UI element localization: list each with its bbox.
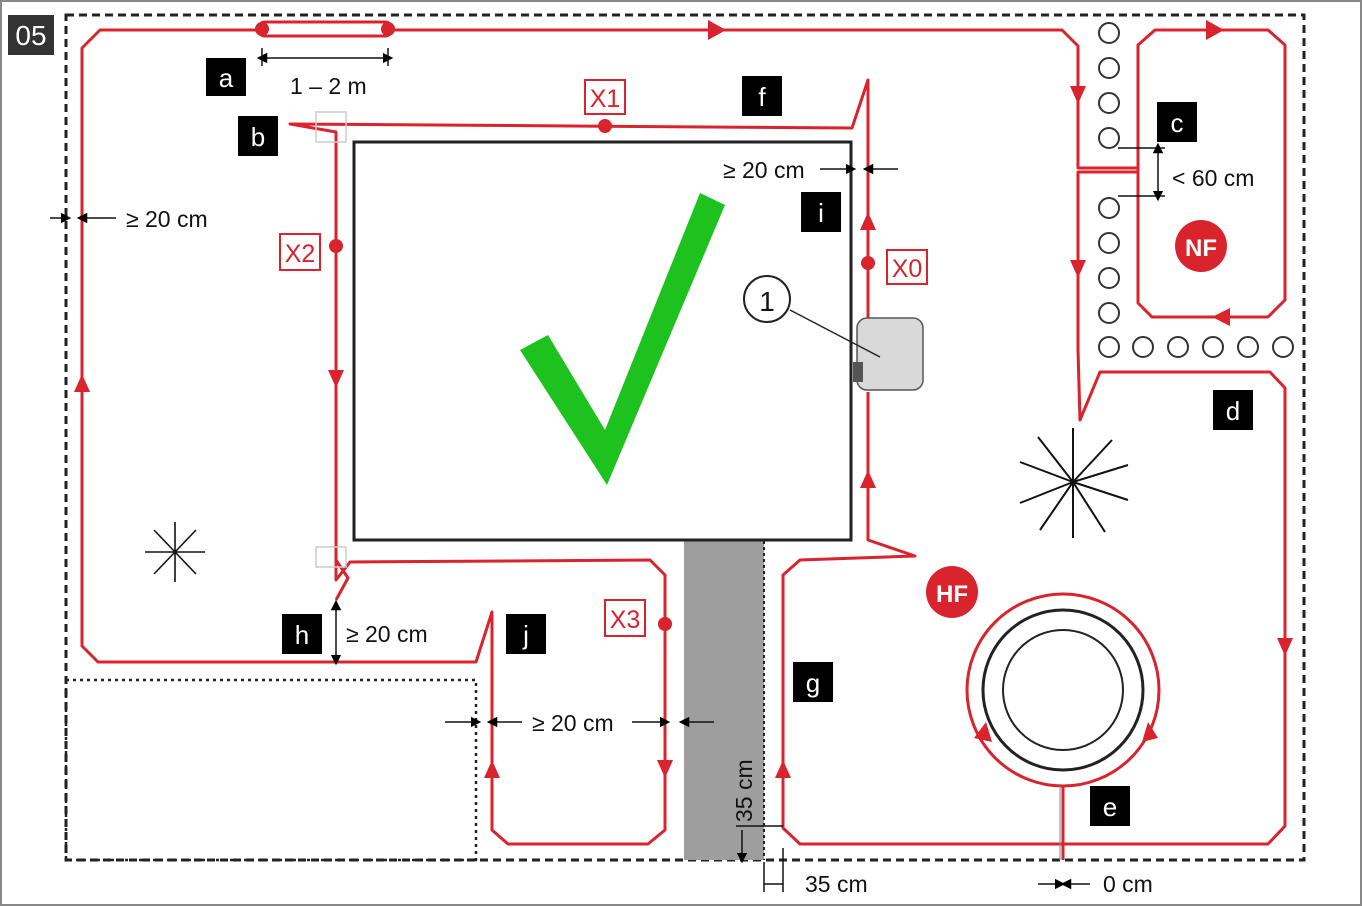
excluded-area [64,678,478,862]
pond-outer [981,608,1145,772]
charging-contacts [853,362,863,382]
pond-inner [1002,629,1124,751]
marker-x2: X2 [285,240,316,268]
property-boundary [64,13,1306,862]
label-d: d [1226,396,1240,426]
label-h: h [295,620,309,650]
measure-i: ≥ 20 cm [723,157,805,183]
label-j: j [522,620,529,650]
x0-point [861,256,875,270]
measure-h: ≥ 20 cm [346,621,428,647]
x-markers: X1 X2 X0 X3 [279,79,928,637]
x2-point [329,239,343,253]
marker-x3: X3 [610,606,641,634]
marker-x1: X1 [590,85,621,113]
tree-small-icon [145,522,205,582]
house [352,140,853,542]
label-e: e [1103,792,1117,822]
tree-large-icon [1019,428,1129,538]
callout-circle [743,275,791,323]
garden-path [684,541,764,860]
charging-station [856,317,924,391]
stone-posts [1098,22,1294,358]
label-g: g [806,668,820,698]
label-a: a [219,63,234,93]
direction-arrows [74,20,1293,778]
wire-overlap-a [256,20,394,38]
measurement-lines [50,48,1165,892]
hf-badge [926,566,978,618]
figure-tag [8,15,54,55]
label-i: i [818,198,824,228]
nf-badge [1175,220,1227,272]
letter-labels: a b c d e f g h i j [206,58,1253,826]
label-b: b [251,122,265,152]
figure-number: 05 [15,20,46,51]
boundary-wire [80,28,1287,846]
callout-number: 1 [759,286,775,317]
zone-hf: HF [936,581,968,608]
zone-nf: NF [1185,235,1217,262]
measure-path-h: 35 cm [805,871,868,897]
marker-x0: X0 [892,255,923,283]
x1-point [598,119,612,133]
measure-a: 1 – 2 m [290,73,367,99]
checkmark-icon [520,193,725,485]
measure-c: < 60 cm [1172,165,1254,191]
label-c: c [1171,108,1184,138]
callout-line [789,309,881,358]
measure-e: 0 cm [1103,871,1153,897]
measurement-texts: 1 – 2 m ≥ 20 cm ≥ 20 cm < 60 cm ≥ 20 cm … [126,73,1254,897]
pond-wire-loop [965,592,1161,788]
x3-point [658,617,672,631]
measure-left: ≥ 20 cm [126,206,208,232]
label-f: f [758,82,766,112]
measure-path-v: 35 cm [731,759,757,822]
measure-j: ≥ 20 cm [532,710,614,736]
